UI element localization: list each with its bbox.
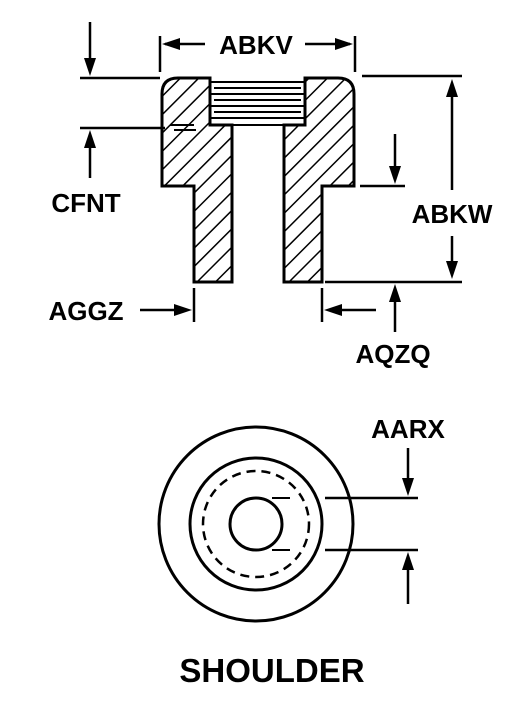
side-section-view (160, 76, 356, 284)
thread-hidden-circle (201, 469, 311, 579)
dimension-abkv: ABKV (158, 30, 357, 72)
section-left-wall (160, 76, 234, 284)
section-right-wall (282, 76, 356, 284)
bore-circle (228, 496, 284, 552)
dimension-aqzq: AQZQ (355, 134, 431, 369)
label-aarx: AARX (371, 414, 445, 444)
label-cfnt: CFNT (51, 188, 120, 218)
through-bore (230, 125, 286, 282)
outer-head-circle (157, 425, 355, 623)
end-view (157, 425, 355, 623)
dimension-aggz: AGGZ (48, 288, 376, 326)
label-abkw: ABKW (412, 199, 493, 229)
label-aggz: AGGZ (48, 296, 123, 326)
threaded-counterbore (208, 78, 307, 126)
dimension-aarx: AARX (325, 414, 445, 604)
dimension-abkw: ABKW (325, 74, 493, 284)
label-aqzq: AQZQ (355, 339, 430, 369)
dimension-cfnt: CFNT (51, 22, 165, 218)
part-title: SHOULDER (179, 652, 364, 689)
label-abkv: ABKV (219, 30, 293, 60)
shank-circle (188, 456, 324, 592)
